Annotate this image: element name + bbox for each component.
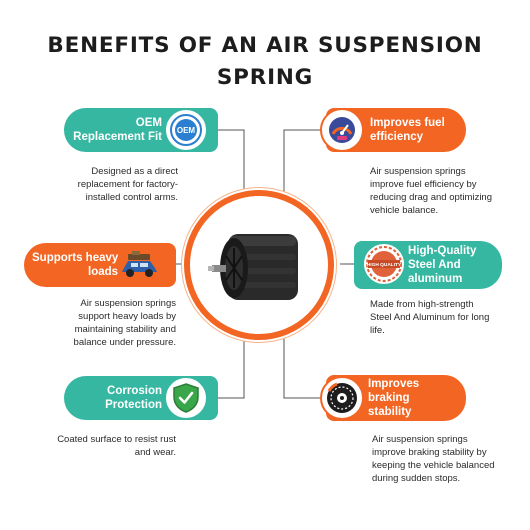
benefit-title-line: High-Quality — [408, 245, 477, 257]
benefit-title-line: Corrosion — [107, 385, 162, 397]
benefit-title-line: Protection — [105, 399, 162, 411]
desc-line: keeping the vehicle balanced — [372, 460, 495, 471]
svg-text:OEM: OEM — [177, 126, 196, 135]
oem-icon-circle: OEM — [164, 108, 208, 152]
desc-line: improve fuel efficiency by — [370, 179, 477, 190]
heavy-loads-icon-circle — [118, 243, 162, 287]
desc-line: support heavy loads by — [78, 311, 176, 322]
air-suspension-spring-icon — [208, 234, 298, 300]
desc-line: Steel And Aluminum for long — [370, 312, 490, 323]
desc-line: Air suspension springs — [372, 434, 468, 445]
benefit-title-line: Steel And — [408, 259, 461, 271]
desc-line: and wear. — [134, 447, 176, 458]
desc-line: maintaining stability and — [74, 324, 176, 335]
benefit-title-line: braking — [368, 392, 410, 404]
page-title: BENEFITS OF AN AIR SUSPENSION SPRING — [0, 30, 530, 94]
benefit-title-line: loads — [88, 266, 119, 278]
desc-line: balance under pressure. — [73, 337, 176, 348]
benefit-fuel-description: Air suspension springs improve fuel effi… — [370, 165, 520, 217]
benefit-high-quality-description: Made from high-strength Steel And Alumin… — [370, 298, 520, 337]
high-quality-badge-icon: HIGH QUALITY — [366, 246, 402, 282]
desc-line: reducing drag and optimizing — [370, 192, 492, 203]
high-quality-icon-circle: HIGH QUALITY — [362, 242, 406, 286]
desc-line: Air suspension springs — [80, 298, 176, 309]
desc-line: Designed as a direct — [91, 166, 178, 177]
fuel-gauge-icon — [329, 117, 355, 143]
loaded-car-icon — [122, 251, 157, 277]
desc-line: improve braking stability by — [372, 447, 487, 458]
title-line-1: BENEFITS OF AN AIR SUSPENSION — [47, 33, 483, 58]
shield-check-icon — [173, 383, 199, 413]
benefit-title-line: Improves fuel — [370, 117, 445, 129]
benefit-title-line: efficiency — [370, 131, 424, 143]
benefit-corrosion-description: Coated surface to resist rust and wear. — [30, 433, 176, 459]
benefit-title-line: Replacement Fit — [73, 131, 162, 143]
desc-line: Made from high-strength — [370, 299, 474, 310]
desc-line: Air suspension springs — [370, 166, 466, 177]
desc-line: replacement for factory- — [77, 179, 178, 190]
desc-line: life. — [370, 325, 385, 336]
badge-text: HIGH QUALITY — [367, 262, 402, 268]
benefit-heavy-loads-description: Air suspension springs support heavy loa… — [40, 297, 176, 349]
benefit-title-line: Supports heavy — [32, 252, 119, 264]
benefit-title-line: aluminum — [408, 273, 463, 285]
corrosion-icon-circle — [164, 376, 208, 420]
desc-line: Coated surface to resist rust — [57, 434, 176, 445]
benefit-title-line: Improves — [368, 378, 420, 390]
desc-line: vehicle balance. — [370, 205, 439, 216]
desc-line: during sudden stops. — [372, 473, 461, 484]
benefit-oem-description: Designed as a direct replacement for fac… — [60, 165, 178, 204]
desc-line: installed control arms. — [85, 192, 178, 203]
benefit-braking-description: Air suspension springs improve braking s… — [372, 433, 522, 485]
braking-icon-circle — [320, 376, 364, 420]
brake-disc-icon — [327, 382, 357, 413]
oem-badge-icon: OEM — [170, 114, 202, 146]
air-spring-image-frame — [184, 190, 334, 340]
benefit-title-line: stability — [368, 406, 412, 418]
fuel-icon-circle — [320, 108, 364, 152]
title-line-2: SPRING — [216, 65, 314, 90]
benefit-title-line: OEM — [135, 117, 162, 129]
